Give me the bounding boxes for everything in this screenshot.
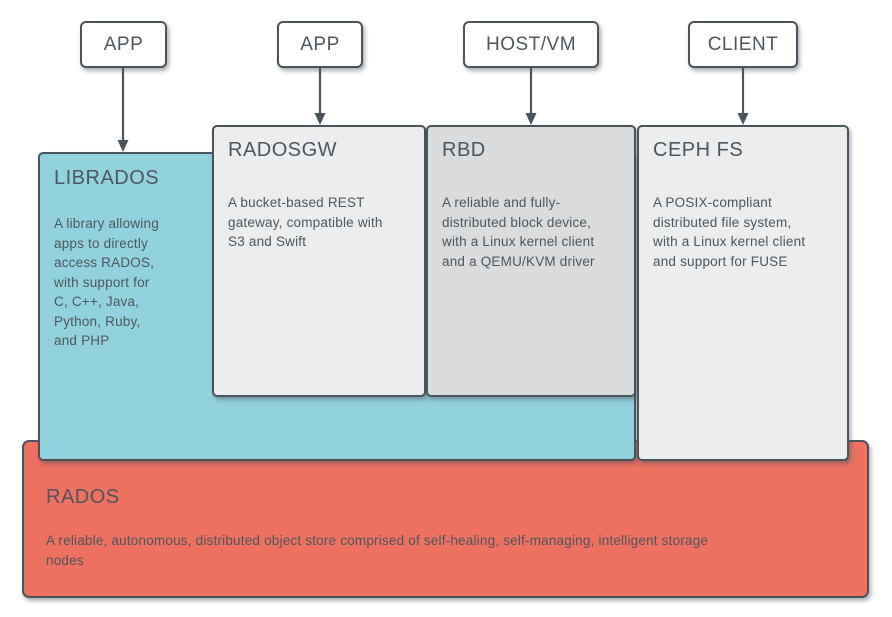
rados-title: RADOS: [46, 486, 120, 508]
client-node-label: CLIENT: [707, 33, 779, 55]
radosgw-panel: RADOSGW A bucket-based REST gateway, com…: [212, 125, 426, 397]
app-node-1: APP: [80, 21, 167, 68]
app-node-2-label: APP: [300, 33, 340, 55]
app-node-2: APP: [277, 21, 363, 68]
host-vm-node-label: HOST/VM: [485, 33, 577, 55]
arrow-hostvm-to-rbd: [525, 68, 537, 125]
rbd-panel: RBD A reliable and fully- distributed bl…: [426, 125, 636, 397]
librados-description: A library allowing apps to directly acce…: [54, 216, 159, 349]
arrow-app2-to-radosgw: [314, 68, 326, 125]
rbd-description: A reliable and fully- distributed block …: [442, 195, 595, 269]
cephfs-description: A POSIX-compliant distributed file syste…: [653, 195, 806, 269]
rados-layer: RADOS A reliable, autonomous, distribute…: [22, 440, 869, 598]
arrow-client-to-cephfs: [737, 68, 749, 125]
host-vm-node: HOST/VM: [463, 21, 599, 68]
client-node: CLIENT: [688, 21, 798, 68]
cephfs-title: CEPH FS: [653, 139, 744, 161]
librados-title: LIBRADOS: [54, 167, 160, 189]
radosgw-description: A bucket-based REST gateway, compatible …: [228, 195, 383, 250]
rados-description: A reliable, autonomous, distributed obje…: [46, 533, 709, 568]
cephfs-panel: CEPH FS A POSIX-compliant distributed fi…: [637, 125, 849, 461]
arrow-app1-to-librados: [117, 68, 129, 152]
rbd-title: RBD: [442, 139, 486, 161]
radosgw-title: RADOSGW: [228, 139, 338, 161]
app-node-1-label: APP: [103, 33, 144, 55]
